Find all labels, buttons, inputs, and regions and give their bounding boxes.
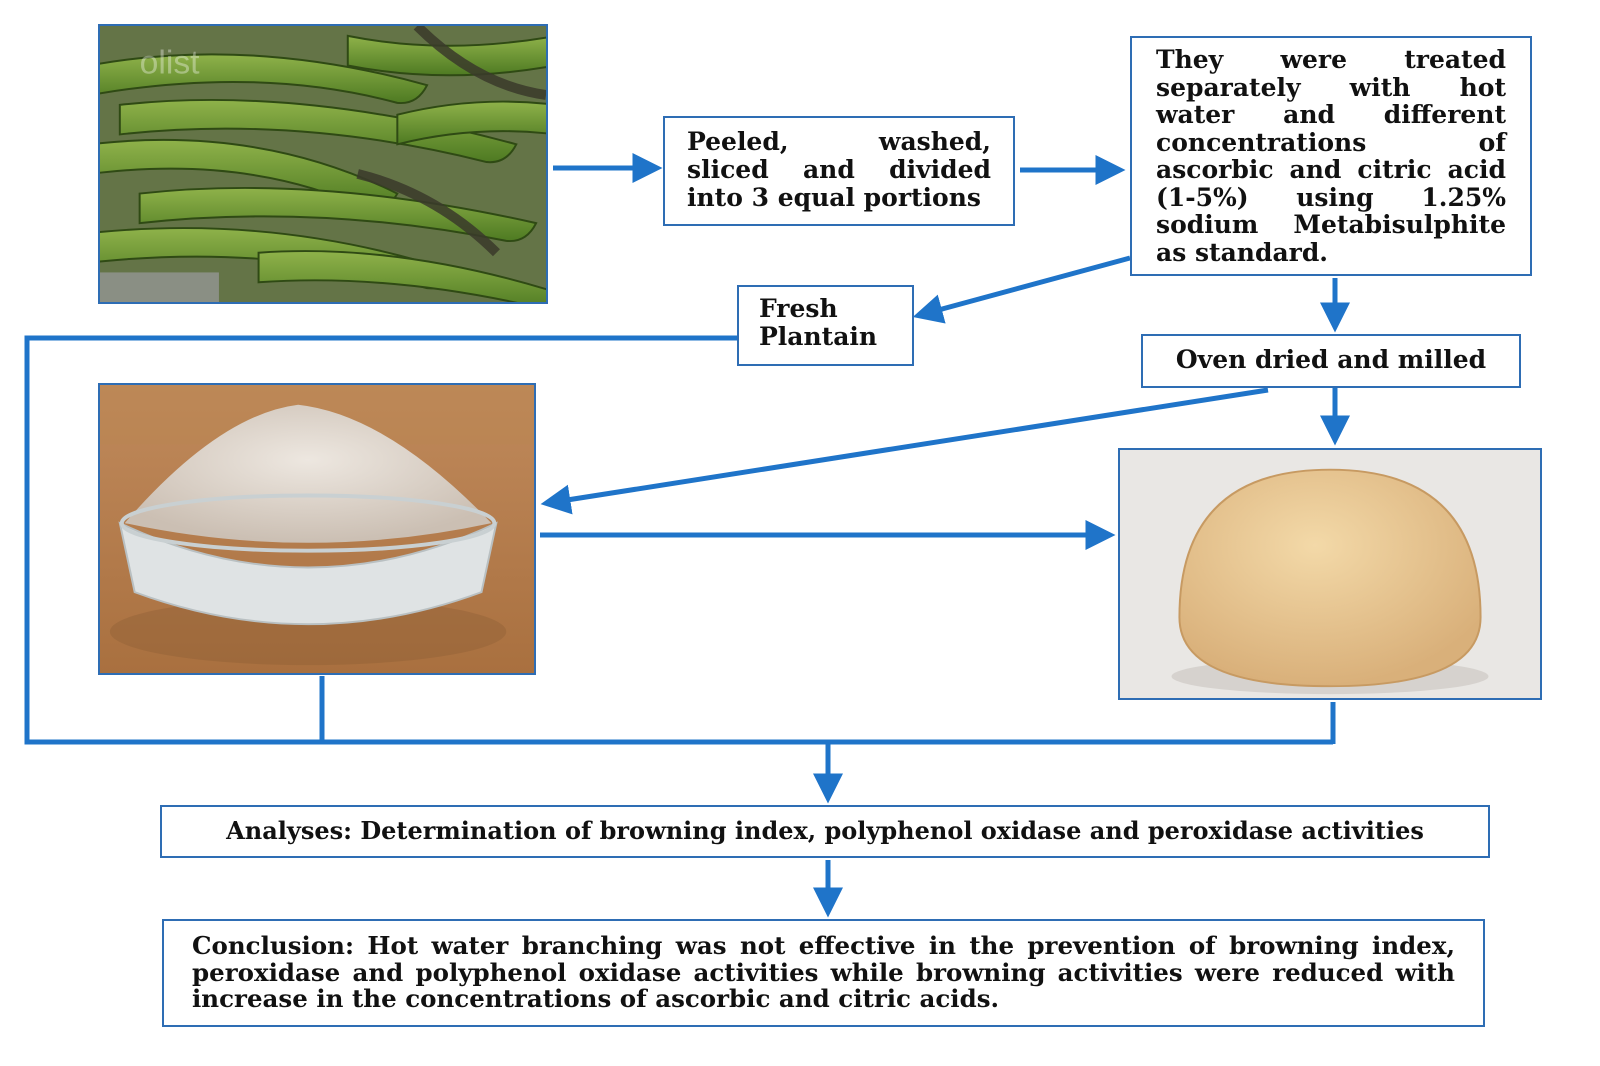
svg-text:olist: olist xyxy=(140,44,201,81)
conclusion-box: Conclusion: Hot water branching was not … xyxy=(162,919,1485,1027)
conclusion-text: Conclusion: Hot water branching was not … xyxy=(192,931,1455,1013)
step-fresh-text: Fresh Plantain xyxy=(759,294,878,351)
arrow-treat-to-fresh xyxy=(912,255,1131,324)
step-oven-text: Oven dried and milled xyxy=(1175,345,1487,374)
step-treat-text: They were treated separately with hot wa… xyxy=(1156,45,1506,267)
arrow-oven-to-flour xyxy=(540,387,1269,515)
plantain-photo: olist xyxy=(98,24,548,304)
analyses-text: Analyses: Determination of browning inde… xyxy=(226,816,1424,845)
step-treat-box: They were treated separately with hot wa… xyxy=(1130,36,1532,276)
flour-photo xyxy=(98,383,536,675)
analyses-box: Analyses: Determination of browning inde… xyxy=(160,805,1490,858)
step-peel-text: Peeled, washed, sliced and divided into … xyxy=(687,127,991,212)
step-oven-box: Oven dried and milled xyxy=(1141,334,1521,388)
step-fresh-box: Fresh Plantain xyxy=(737,285,914,366)
step-peel-box: Peeled, washed, sliced and divided into … xyxy=(663,116,1015,226)
connector-fresh-loop xyxy=(24,335,1333,745)
dough-photo xyxy=(1118,448,1542,700)
